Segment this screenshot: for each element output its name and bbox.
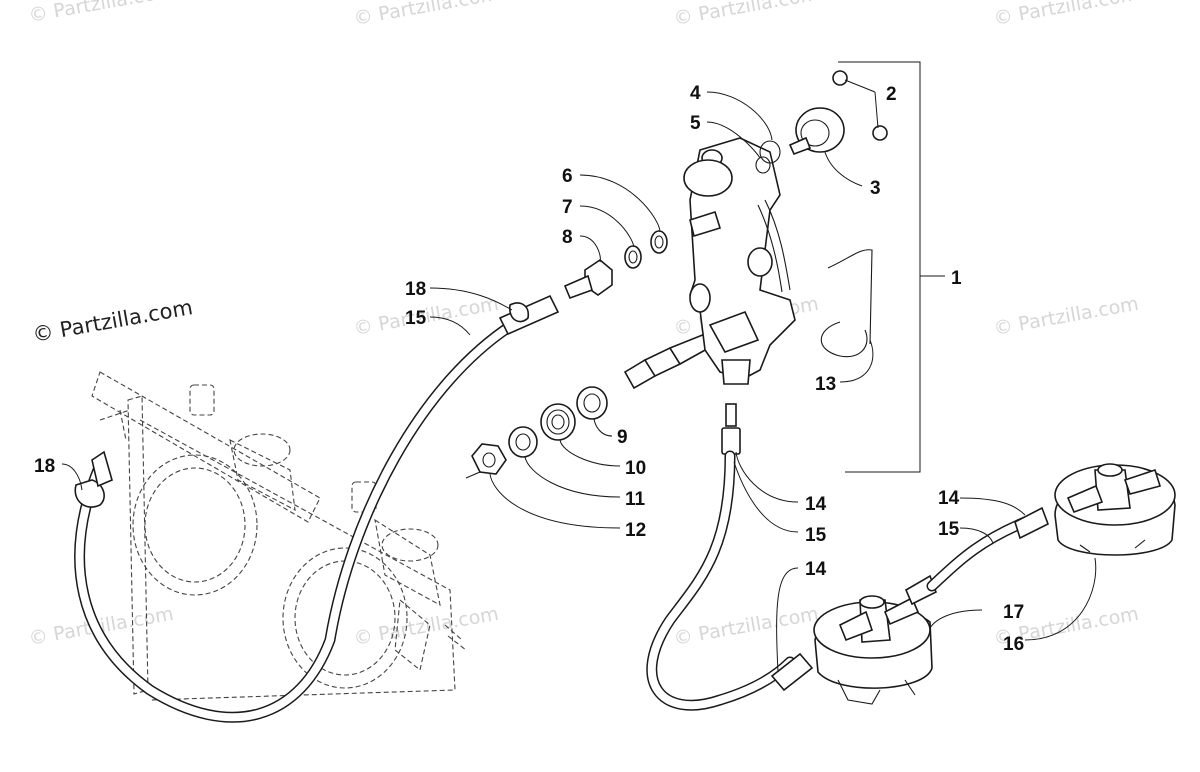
regulator-assembly — [683, 70, 888, 455]
washer-6 — [650, 230, 668, 254]
watermark: © Partzilla.com — [672, 603, 820, 650]
valve-17 — [813, 574, 938, 705]
watermark: © Partzilla.com — [352, 0, 500, 30]
o-ring-7 — [624, 245, 642, 269]
watermark: © Partzilla.com — [27, 0, 175, 27]
hose-clamp — [509, 302, 530, 323]
left-hose — [74, 294, 560, 723]
watermark: © Partzilla.com — [992, 0, 1140, 30]
callout-1: 1 — [951, 268, 962, 289]
washer-9 — [576, 386, 608, 420]
clamp-14 — [770, 652, 814, 692]
callout-7: 7 — [562, 197, 573, 218]
callout-5: 5 — [690, 113, 701, 134]
callout-6: 6 — [562, 166, 573, 187]
callout-11: 11 — [625, 489, 646, 510]
callout-4: 4 — [690, 83, 701, 104]
callout-15: 15 — [938, 519, 960, 540]
callout-9: 9 — [617, 427, 628, 448]
callout-10: 10 — [625, 458, 646, 479]
right-hose — [926, 506, 1050, 592]
nut-12 — [471, 443, 507, 475]
callout-labels: 1 2 3 4 5 6 7 8 9 10 11 12 13 14 15 14 1… — [34, 83, 1024, 655]
fittings — [465, 230, 718, 479]
clip-13 — [820, 321, 868, 358]
callout-17: 17 — [1003, 602, 1024, 623]
center-hose — [646, 450, 814, 711]
clamp-14 — [1014, 506, 1050, 540]
watermark: © Partzilla.com — [672, 0, 820, 30]
callout-18: 18 — [405, 279, 426, 300]
callout-15: 15 — [405, 308, 427, 329]
callout-2: 2 — [886, 84, 897, 105]
screw-2 — [872, 125, 888, 141]
screw-2 — [832, 70, 848, 86]
throttle-body-assembly — [91, 371, 467, 701]
clip-13 — [827, 249, 873, 345]
washer-10 — [540, 403, 576, 441]
callout-18: 18 — [34, 456, 55, 477]
assembly-bracket — [838, 61, 921, 473]
copyright-text: © Partzilla.com — [31, 295, 195, 347]
callout-14: 14 — [805, 559, 827, 580]
o-ring-5 — [755, 156, 771, 174]
callout-15: 15 — [805, 525, 827, 546]
watermark: © Partzilla.com — [352, 293, 500, 340]
callout-16: 16 — [1003, 634, 1024, 655]
callout-8: 8 — [562, 227, 573, 248]
washer-11 — [508, 426, 538, 458]
watermark: © Partzilla.com — [992, 293, 1140, 340]
callout-13: 13 — [815, 374, 836, 395]
leader-lines — [61, 79, 1097, 673]
callout-14: 14 — [805, 494, 827, 515]
callout-3: 3 — [870, 178, 881, 199]
callout-14: 14 — [938, 488, 960, 509]
valve-16 — [1054, 463, 1176, 556]
callout-12: 12 — [625, 520, 646, 541]
